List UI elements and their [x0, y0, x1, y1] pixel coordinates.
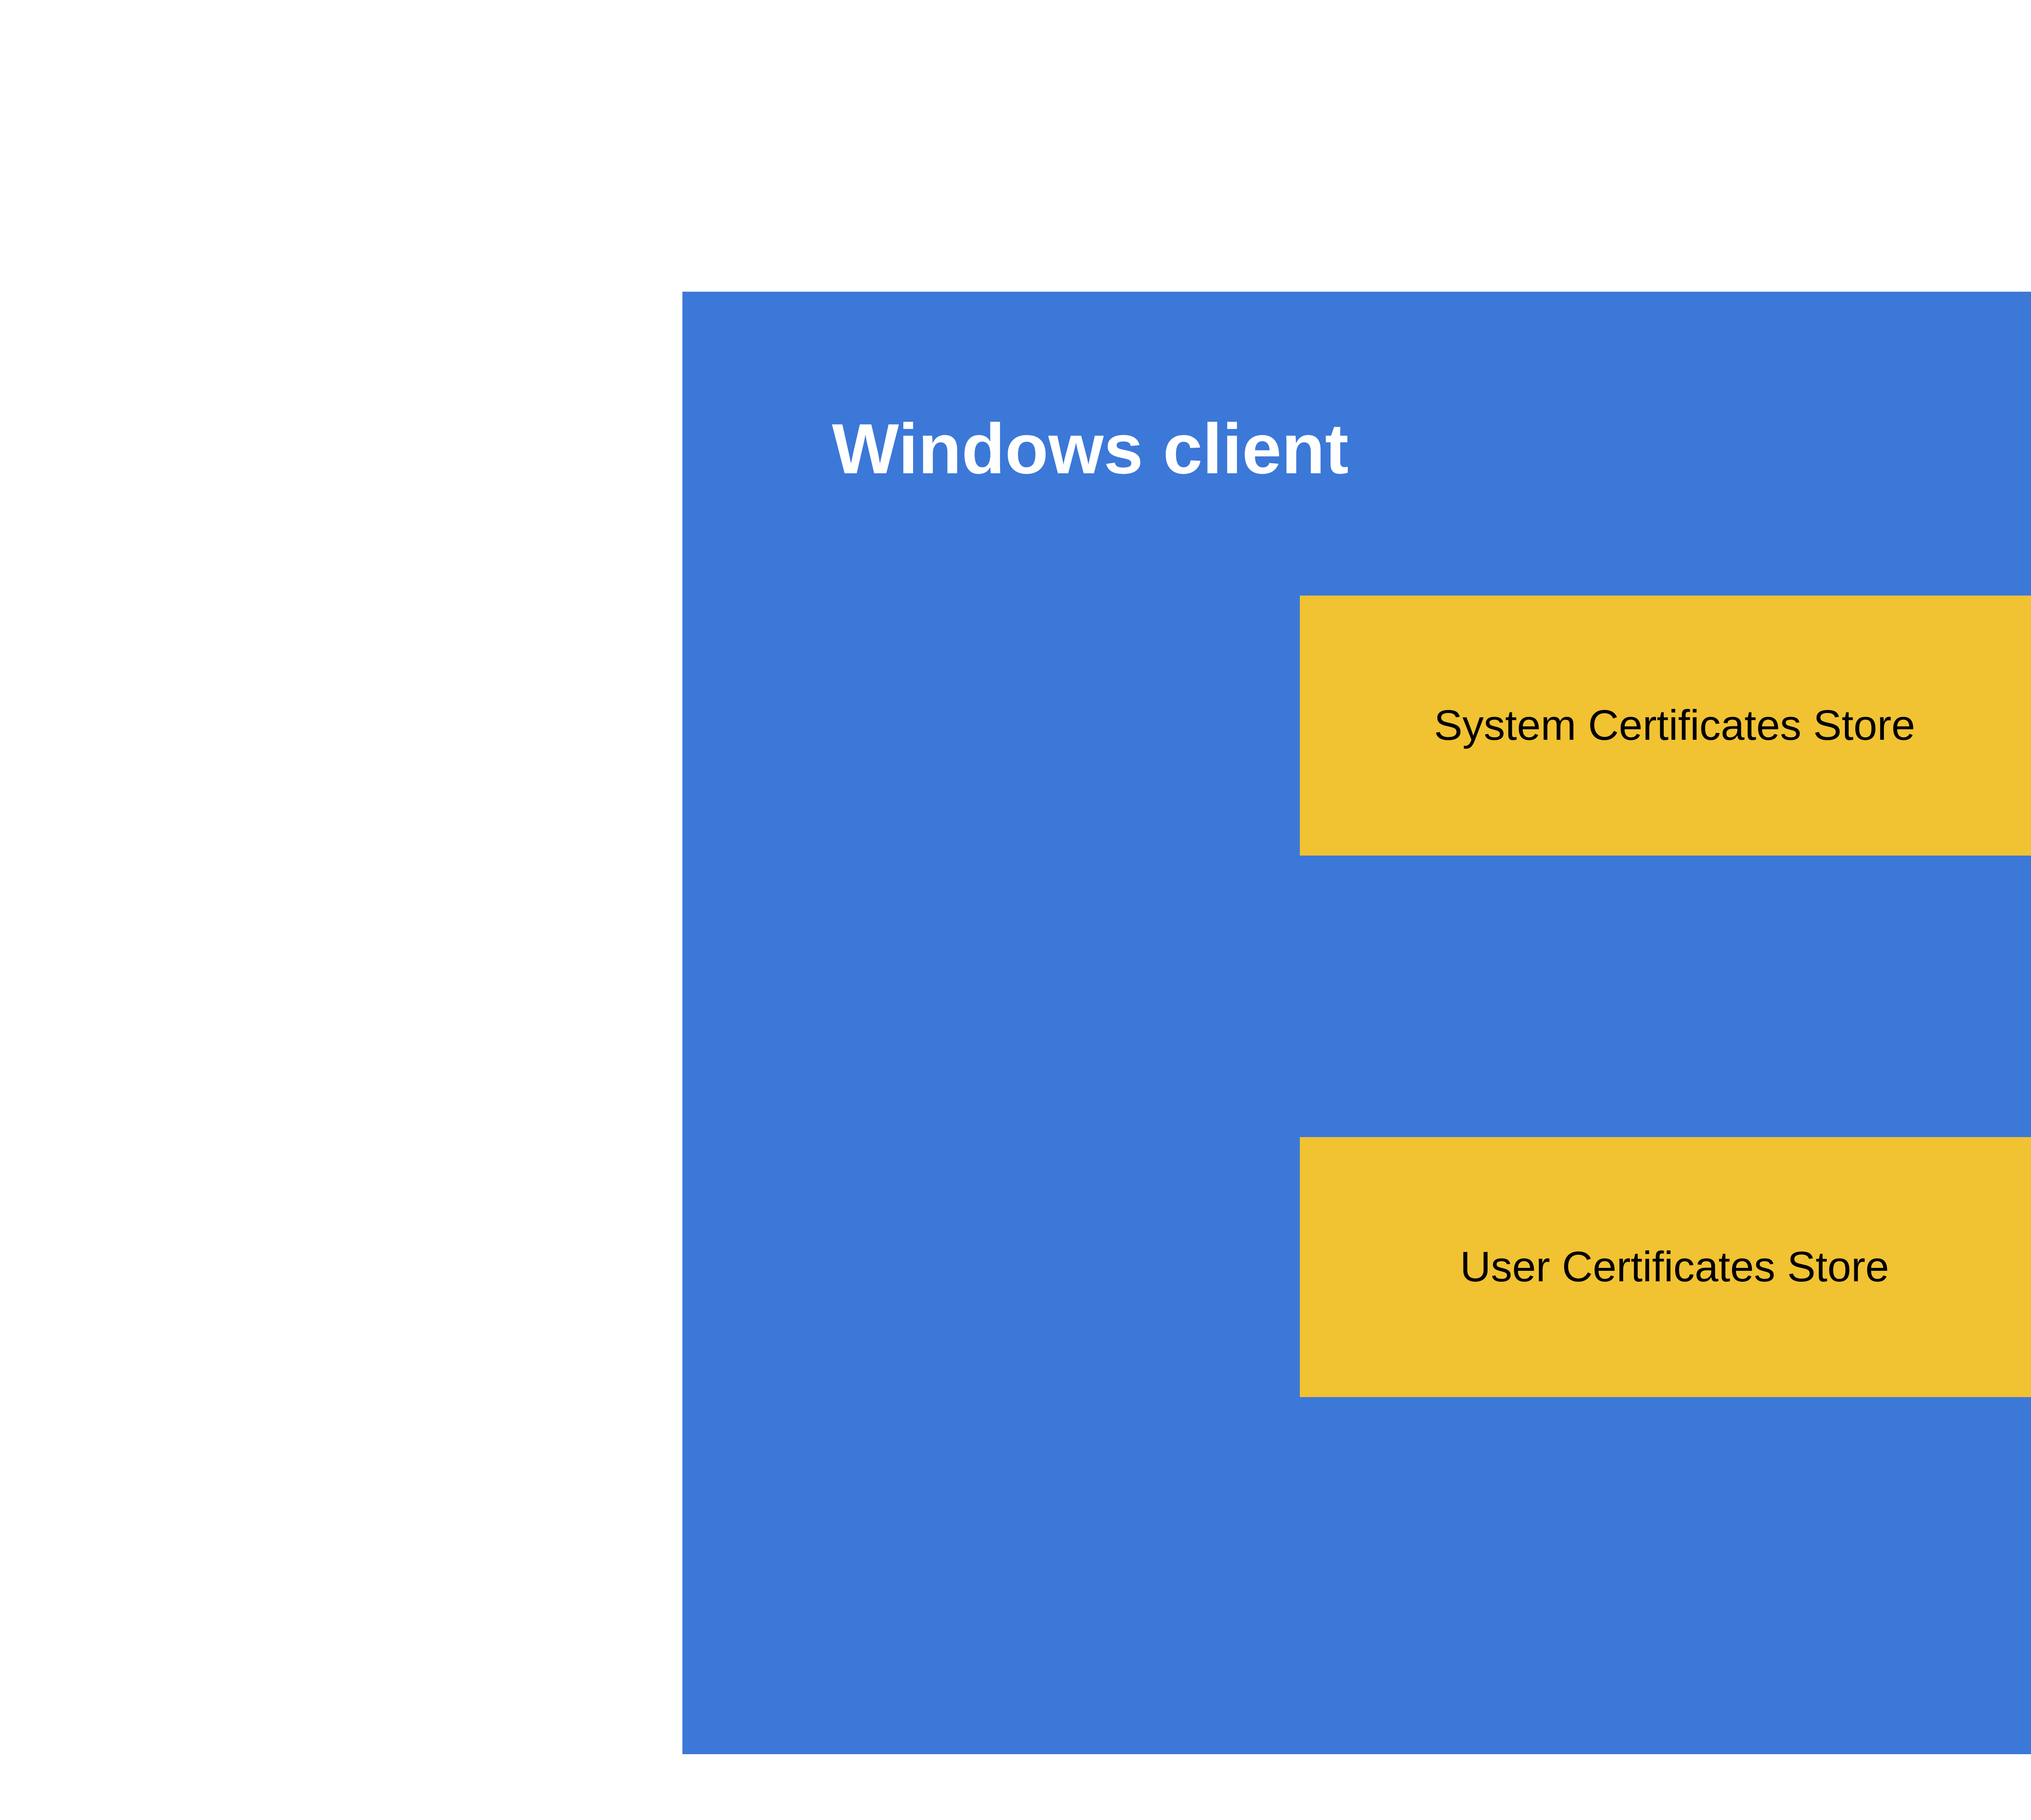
windows-client-title: Windows client — [832, 410, 1349, 489]
system-certificates-store-label: System Certificates Store — [1434, 702, 1915, 750]
user-certificates-store-label: User Certificates Store — [1460, 1243, 1889, 1291]
system-certificates-store-box: System Certificates Store — [1300, 596, 2031, 856]
user-certificates-store-box: User Certificates Store — [1300, 1137, 2031, 1397]
windows-client-container — [682, 292, 2031, 1754]
